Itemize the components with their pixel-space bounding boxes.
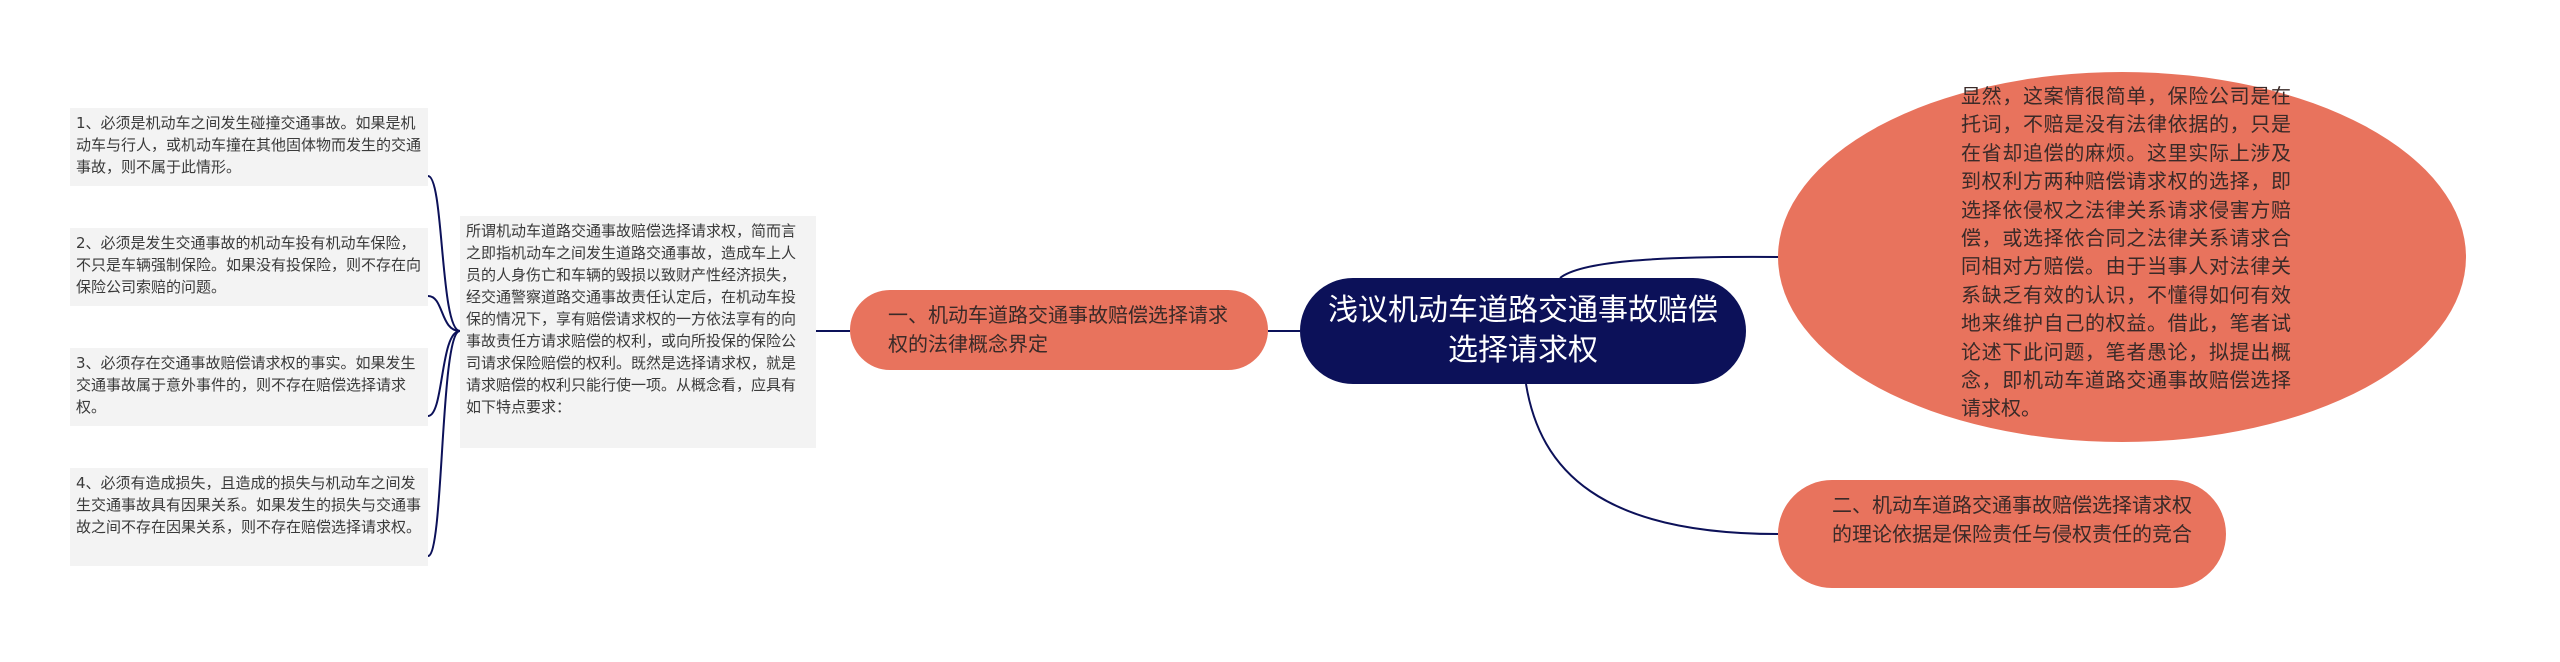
branch-case-analysis[interactable]: 显然，这案情很简单，保险公司是在托词，不赔是没有法律依据的，只是在省却追偿的麻烦… [1778,72,2466,442]
requirement-node-2[interactable]: 2、必须是发生交通事故的机动车投有机动车保险，不只是车辆强制保险。如果没有投保险… [70,228,428,306]
branch-theoretical-basis-label: 二、机动车道路交通事故赔偿选择请求权的理论依据是保险责任与侵权责任的竞合 [1832,493,2192,546]
requirement-node-1[interactable]: 1、必须是机动车之间发生碰撞交通事故。如果是机动车与行人，或机动车撞在其他固体物… [70,108,428,186]
requirement-text-4: 4、必须有造成损失，且造成的损失与机动车之间发生交通事故具有因果关系。如果发生的… [76,474,422,536]
branch-legal-concept[interactable]: 一、机动车道路交通事故赔偿选择请求权的法律概念界定 [850,290,1268,370]
requirement-text-3: 3、必须存在交通事故赔偿请求权的事实。如果发生交通事故属于意外事件的，则不存在赔… [76,354,416,416]
branch-legal-concept-label: 一、机动车道路交通事故赔偿选择请求权的法律概念界定 [888,303,1228,356]
connector-definition-req4 [427,330,461,557]
connector-definition-req2 [427,295,461,332]
connector-definition-req1 [427,175,461,332]
requirement-text-1: 1、必须是机动车之间发生碰撞交通事故。如果是机动车与行人，或机动车撞在其他固体物… [76,114,422,176]
definition-text: 所谓机动车道路交通事故赔偿选择请求权，简而言之即指机动车之间发生道路交通事故，造… [466,222,797,416]
connector-root-right-bottom [1525,383,1779,535]
root-topic-label: 浅议机动车道路交通事故赔偿选择请求权 [1328,293,1718,368]
branch-case-analysis-text: 显然，这案情很简单，保险公司是在托词，不赔是没有法律依据的，只是在省却追偿的麻烦… [1961,84,2291,421]
requirement-node-4[interactable]: 4、必须有造成损失，且造成的损失与机动车之间发生交通事故具有因果关系。如果发生的… [70,468,428,566]
definition-node[interactable]: 所谓机动车道路交通事故赔偿选择请求权，简而言之即指机动车之间发生道路交通事故，造… [460,216,816,448]
requirement-text-2: 2、必须是发生交通事故的机动车投有机动车保险，不只是车辆强制保险。如果没有投保险… [76,234,422,296]
branch-theoretical-basis[interactable]: 二、机动车道路交通事故赔偿选择请求权的理论依据是保险责任与侵权责任的竞合 [1778,480,2226,588]
root-topic[interactable]: 浅议机动车道路交通事故赔偿选择请求权 [1300,278,1746,384]
connector-definition-req3 [427,330,461,417]
connector-root-right-top [1559,255,1779,279]
requirement-node-3[interactable]: 3、必须存在交通事故赔偿请求权的事实。如果发生交通事故属于意外事件的，则不存在赔… [70,348,428,426]
